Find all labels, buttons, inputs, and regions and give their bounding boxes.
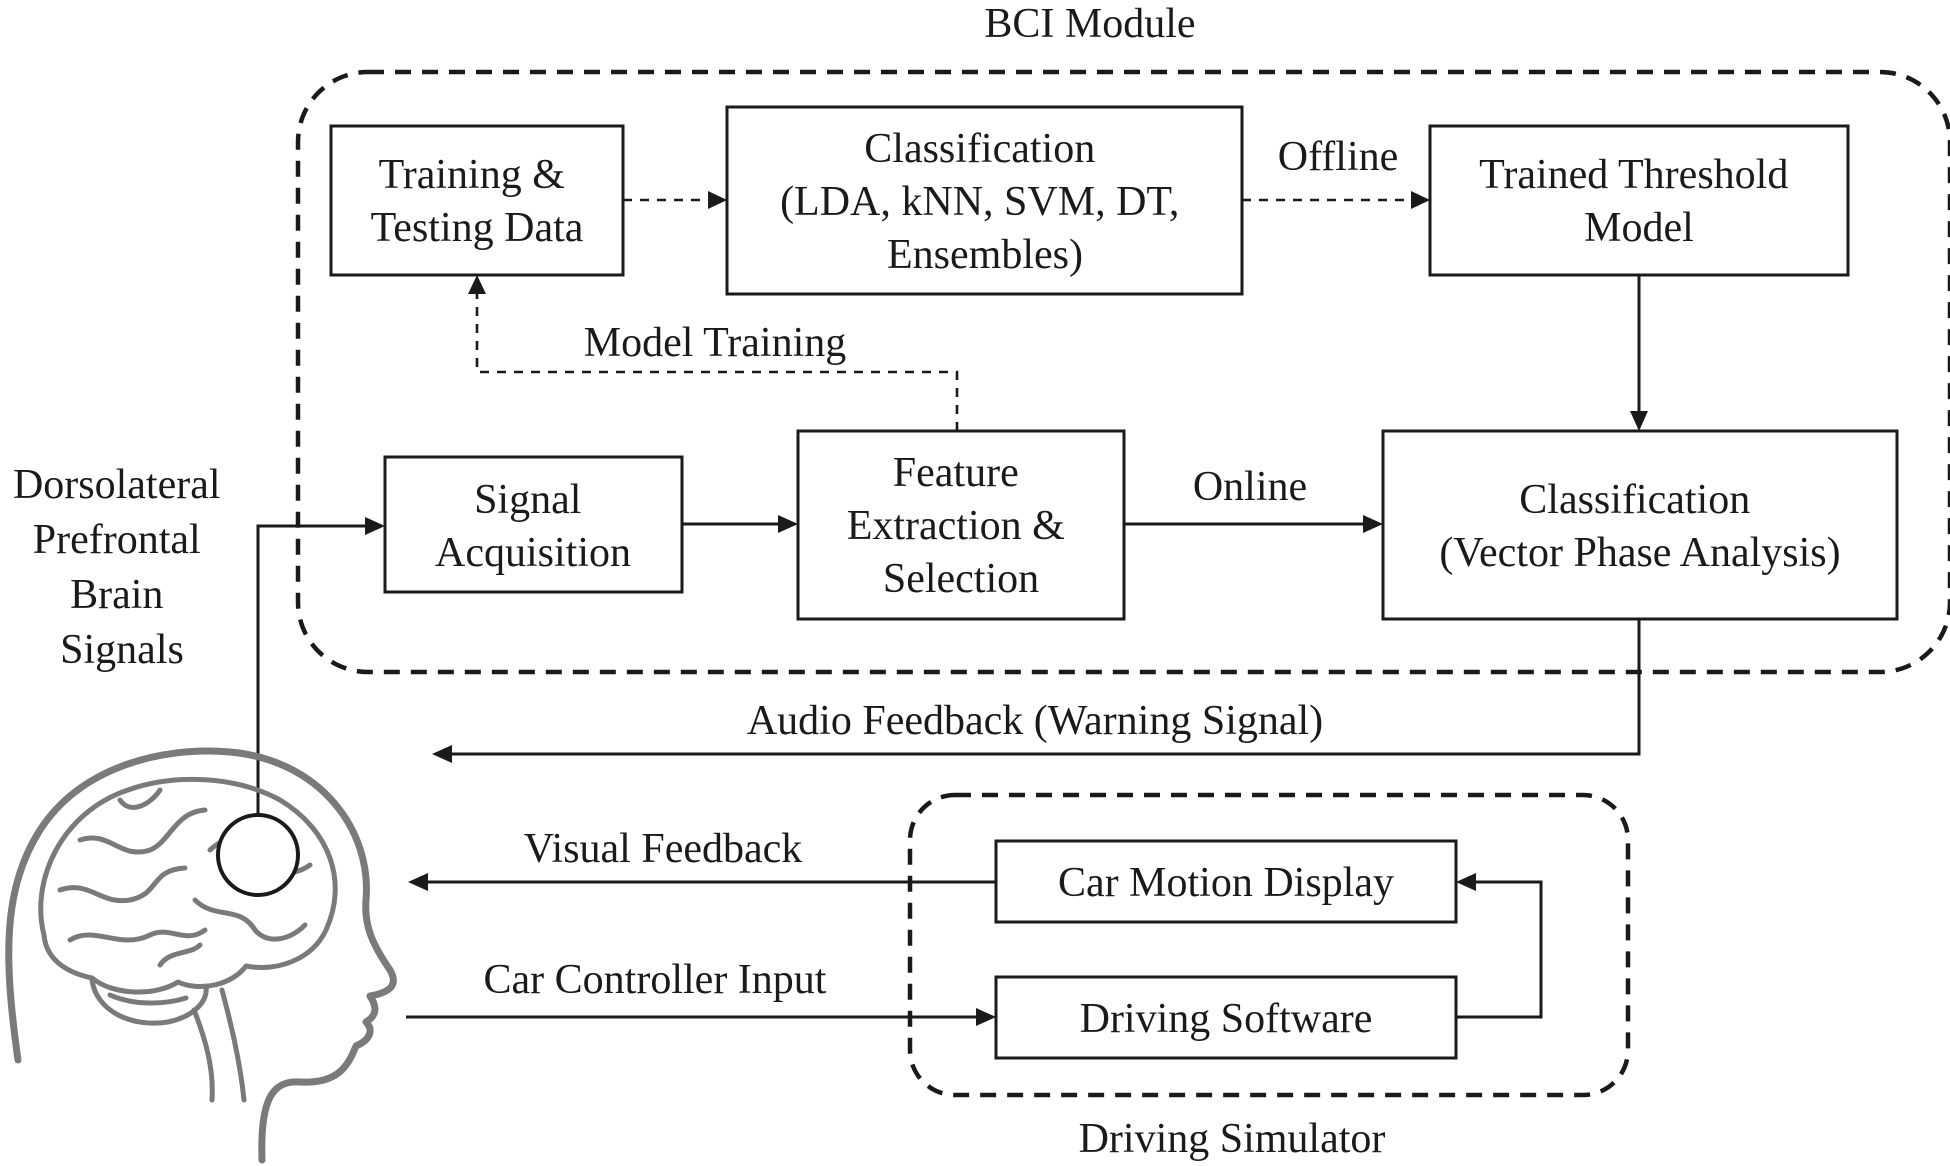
bci-module-group [295, 69, 1950, 675]
arrow-visual-feedback [408, 873, 996, 891]
car-motion-display-box: Car Motion Display [994, 839, 1458, 924]
classification-online-box: Classification (Vector Phase Analysis) [1381, 429, 1899, 621]
classification-offline-label: Classification (LDA, kNN, SVM, DT, Ensem… [780, 126, 1190, 278]
arrow-audio-feedback [432, 619, 1641, 763]
arrow-model-training [468, 275, 959, 431]
head-brain-illustration [5, 747, 397, 1164]
offline-label: Offline [1278, 134, 1399, 180]
driving-simulator-group [907, 792, 1631, 1098]
training-testing-data-label: Training & Testing Data [371, 152, 584, 251]
visual-feedback-label: Visual Feedback [524, 826, 803, 872]
head-outline [5, 747, 397, 1164]
classification-online-label: Classification (Vector Phase Analysis) [1439, 477, 1840, 576]
arrow-train-to-classification [623, 191, 727, 209]
arrow-classification-to-model [1242, 191, 1430, 209]
controller-input-label: Car Controller Input [484, 957, 827, 1003]
classification-offline-box: Classification (LDA, kNN, SVM, DT, Ensem… [725, 105, 1244, 296]
arrow-brain-to-acquisition [256, 517, 385, 831]
arrow-acquisition-to-feature [682, 515, 798, 533]
brain-signals-label: Dorsolateral Prefrontal Brain Signals [13, 462, 231, 673]
electrode-sensor-icon [216, 813, 300, 897]
arrow-model-to-online-classification [1630, 275, 1648, 431]
audio-feedback-label: Audio Feedback (Warning Signal) [747, 698, 1323, 744]
model-training-label: Model Training [584, 320, 847, 366]
feature-extraction-label: Feature Extraction & Selection [847, 450, 1076, 602]
arrow-feature-to-online-classification [1124, 515, 1383, 533]
training-testing-data-box: Training & Testing Data [329, 124, 625, 277]
driving-software-box: Driving Software [994, 975, 1458, 1060]
driving-simulator-title: Driving Simulator [1079, 1116, 1386, 1162]
brain-outline [38, 776, 338, 995]
arrow-software-to-display [1456, 873, 1543, 1019]
arrow-controller-input [406, 1008, 996, 1026]
brain-stem [191, 987, 247, 1103]
cerebellum [89, 977, 209, 1026]
trained-threshold-model-box: Trained Threshold Model [1428, 124, 1850, 277]
feature-extraction-box: Feature Extraction & Selection [796, 429, 1126, 621]
online-label: Online [1193, 464, 1307, 510]
signal-acquisition-label: Signal Acquisition [435, 477, 631, 576]
trained-threshold-model-label: Trained Threshold Model [1479, 152, 1799, 251]
car-motion-display-label: Car Motion Display [1058, 860, 1394, 906]
bci-module-title: BCI Module [984, 1, 1195, 47]
driving-software-label: Driving Software [1080, 996, 1373, 1042]
signal-acquisition-box: Signal Acquisition [383, 455, 684, 594]
